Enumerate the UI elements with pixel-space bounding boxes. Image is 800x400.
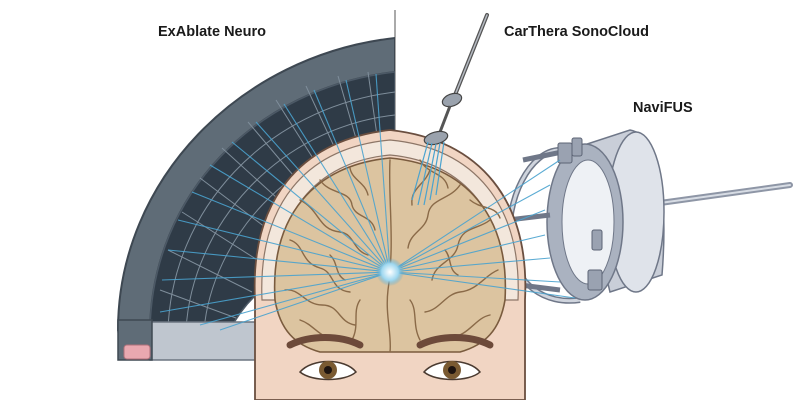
label-navifus: NaviFUS: [633, 100, 693, 116]
label-exablate-neuro: ExAblate Neuro: [158, 24, 266, 40]
helmet-pink-seal: [124, 345, 150, 359]
label-carthera-sonocloud: CarThera SonoCloud: [504, 24, 649, 40]
focal-spot: [376, 258, 404, 286]
navifus-transducer: [508, 130, 790, 301]
